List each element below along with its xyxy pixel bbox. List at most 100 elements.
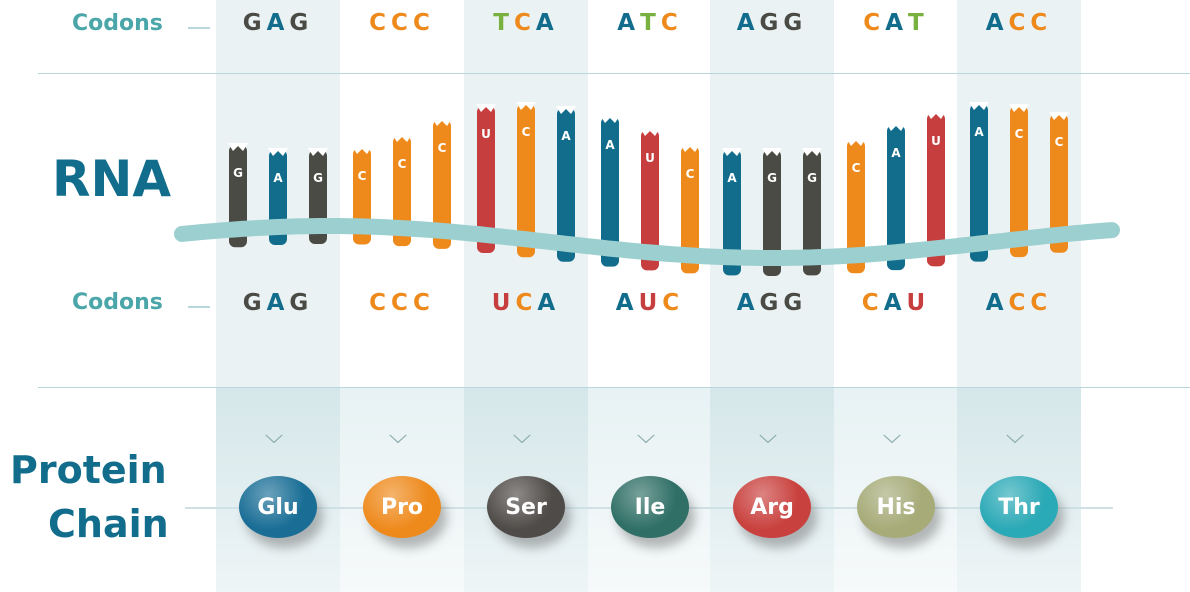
chevron-down-icon (759, 434, 777, 444)
rna-nucleotide-peg: A (722, 148, 742, 276)
rna-base: C (1030, 290, 1053, 316)
amino-acid-thr: Thr (980, 476, 1058, 538)
peg-letter: G (807, 171, 817, 185)
peg-notch (969, 102, 989, 110)
rna-nucleotide-peg: U (926, 111, 946, 267)
rna-base: U (638, 290, 663, 316)
rna-base: C (369, 290, 392, 316)
rna-nucleotide-peg: C (680, 144, 700, 274)
dna-base: C (1008, 10, 1031, 36)
amino-acid-his: His (857, 476, 935, 538)
chevron-down-icon (265, 434, 283, 444)
peg-letter: A (974, 125, 984, 139)
dna-codon-6: CAT (834, 10, 958, 36)
peg-letter: U (931, 134, 941, 148)
rna-base: C (861, 290, 884, 316)
rna-base: A (537, 290, 561, 316)
chevron-down-icon (1006, 434, 1024, 444)
amino-acid-label: His (876, 494, 916, 520)
codons-bottom-dash (188, 306, 210, 308)
dna-base: C (660, 10, 683, 36)
peg-notch (846, 138, 866, 146)
peg-notch (352, 146, 372, 154)
rna-base: C (412, 290, 435, 316)
amino-acid-label: Arg (750, 494, 794, 520)
peg-notch (308, 148, 328, 156)
rna-codon-7: ACC (957, 290, 1081, 316)
peg-notch (392, 134, 412, 142)
rna-base: A (736, 290, 760, 316)
rna-base: C (662, 290, 685, 316)
dna-codon-7: ACC (957, 10, 1081, 36)
rna-nucleotide-peg: C (392, 134, 412, 247)
peg-body (641, 130, 659, 271)
peg-body (517, 104, 535, 258)
protein-chain-label-line2: Chain (48, 502, 169, 546)
dna-base: A (266, 10, 290, 36)
peg-letter: G (767, 171, 777, 185)
peg-notch (516, 102, 536, 110)
peg-letter: A (605, 138, 615, 152)
divider-top (38, 73, 1190, 74)
dna-codon-5: AGG (710, 10, 834, 36)
rna-nucleotide-peg: A (886, 123, 906, 271)
dna-base: T (493, 10, 514, 36)
peg-body (970, 104, 988, 262)
peg-letter: A (273, 171, 283, 185)
rna-nucleotide-peg: C (846, 138, 866, 274)
rna-nucleotide-peg: A (600, 115, 620, 267)
rna-codon-6: CAU (834, 290, 958, 316)
peg-notch (886, 123, 906, 131)
peg-letter: C (358, 169, 367, 183)
protein-chain-label-line1: Protein (10, 448, 167, 492)
peg-notch (228, 143, 248, 151)
peg-body (477, 106, 495, 253)
dna-base: C (863, 10, 886, 36)
peg-notch (268, 148, 288, 156)
amino-acid-ile: Ile (611, 476, 689, 538)
peg-letter: C (852, 161, 861, 175)
peg-letter: A (891, 146, 901, 160)
rna-label: RNA (52, 150, 172, 208)
rna-base: A (883, 290, 907, 316)
rna-codon-1: GAG (216, 290, 340, 316)
peg-notch (1049, 112, 1069, 120)
divider-middle (38, 387, 1190, 388)
dna-codon-2: CCC (340, 10, 464, 36)
rna-base: A (615, 290, 639, 316)
rna-base: A (985, 290, 1009, 316)
peg-body (723, 150, 741, 276)
rna-nucleotide-peg: C (1009, 104, 1029, 258)
peg-letter: C (438, 141, 447, 155)
rna-nucleotide-peg: A (969, 102, 989, 262)
rna-base: U (906, 290, 931, 316)
chevron-down-icon (637, 434, 655, 444)
dna-base: G (783, 10, 808, 36)
codons-top-dash (188, 27, 210, 29)
peg-notch (600, 115, 620, 123)
peg-body (847, 140, 865, 274)
dna-base: A (985, 10, 1009, 36)
peg-body (557, 108, 575, 262)
amino-acid-label: Glu (257, 494, 299, 520)
amino-acid-pro: Pro (363, 476, 441, 538)
peg-letter: G (233, 166, 243, 180)
rna-base: G (783, 290, 808, 316)
amino-acid-label: Ser (505, 494, 547, 520)
peg-body (1050, 114, 1068, 253)
codons-top-label: Codons (72, 11, 163, 36)
amino-acid-label: Pro (380, 494, 424, 520)
peg-notch (762, 148, 782, 156)
amino-acid-arg: Arg (733, 476, 811, 538)
peg-notch (926, 111, 946, 119)
dna-base: C (391, 10, 413, 36)
peg-body (763, 150, 781, 276)
peg-letter: A (561, 129, 571, 143)
peg-letter: U (481, 127, 491, 141)
peg-letter: C (522, 125, 531, 139)
dna-base: T (908, 10, 929, 36)
dna-base: C (369, 10, 392, 36)
dna-base: T (640, 10, 661, 36)
chevron-down-icon (513, 434, 531, 444)
